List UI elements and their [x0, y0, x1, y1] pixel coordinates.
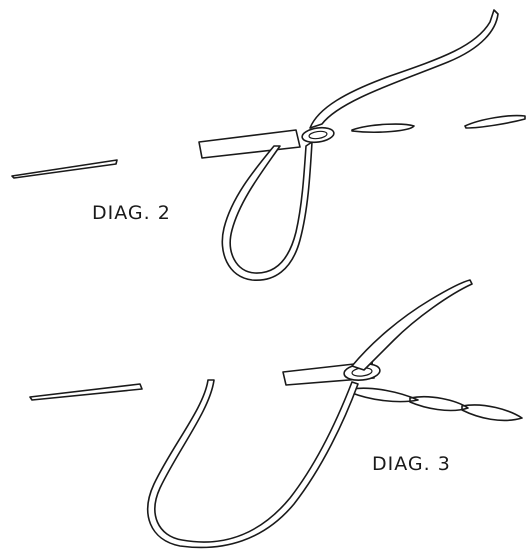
diag3-left-stitch [30, 384, 142, 400]
diagram-3: DIAG. 3 [30, 280, 522, 547]
diag2-flat-stitch [199, 130, 300, 158]
diag3-chain-stitch-1 [352, 388, 418, 401]
diag3-chain-stitch-3 [462, 405, 522, 421]
diag2-dash-stitch-1 [352, 124, 414, 132]
diag2-stitch-eye [301, 126, 335, 144]
diag2-thread-loop [222, 142, 312, 280]
diag3-label: DIAG. 3 [372, 453, 451, 475]
diag3-thread-up [352, 280, 472, 370]
diag3-chain-stitch-2 [410, 397, 468, 411]
diag3-thread-loop [148, 380, 358, 547]
diagram-2: DIAG. 2 [12, 10, 525, 280]
diag2-dash-stitch-2 [465, 116, 525, 128]
diag2-label: DIAG. 2 [92, 202, 171, 224]
diag2-left-stitch [12, 160, 117, 178]
diag2-thread-up [310, 10, 498, 128]
